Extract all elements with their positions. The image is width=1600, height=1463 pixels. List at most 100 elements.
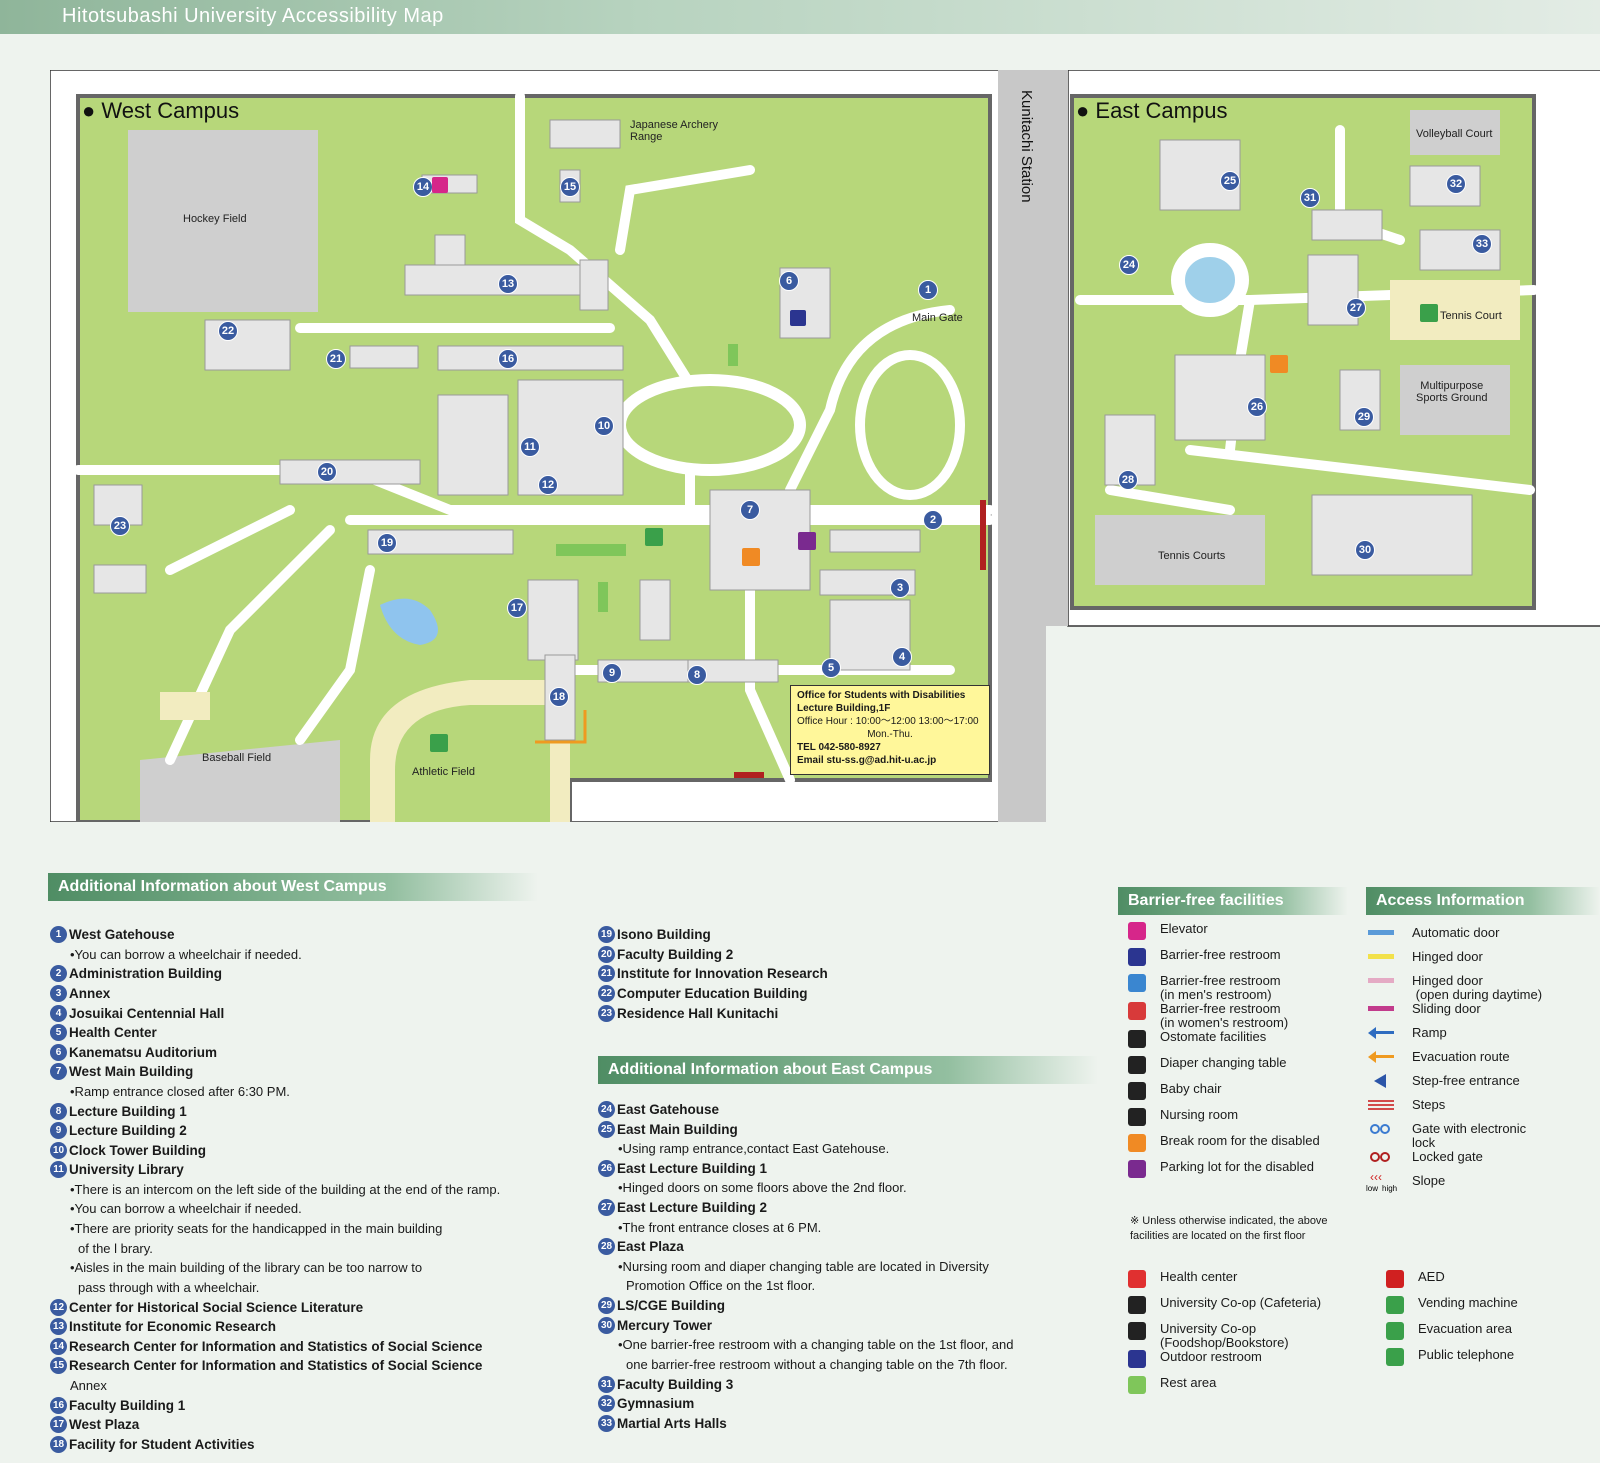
legend-item: Rest area: [1128, 1376, 1358, 1402]
legend-item: AED: [1386, 1270, 1596, 1296]
ostomate-icon: [1128, 1030, 1146, 1048]
map-marker-6[interactable]: 6: [779, 271, 799, 291]
map-marker-14[interactable]: 14: [413, 177, 433, 197]
map-marker-27[interactable]: 27: [1346, 298, 1366, 318]
map-marker-5[interactable]: 5: [821, 658, 841, 678]
building-name: Computer Education Building: [617, 986, 808, 1002]
building-number: 16: [50, 1396, 67, 1414]
legend-label: Evacuation area: [1418, 1321, 1512, 1336]
building-name: Center for Historical Social Science Lit…: [69, 1299, 364, 1315]
map-marker-2[interactable]: 2: [923, 510, 943, 530]
baseball-field: [140, 740, 340, 822]
map-marker-23[interactable]: 23: [110, 516, 130, 536]
legend-item: Hinged door (open during daytime): [1368, 974, 1598, 1002]
building-note: •Nursing room and diaper changing table …: [618, 1258, 989, 1274]
building-number: 7: [50, 1063, 67, 1081]
kunitachi-station-label: Kunitachi Station: [1018, 90, 1035, 203]
legend-label: University Co-op (Foodshop/Bookstore): [1160, 1321, 1289, 1350]
map-marker-20[interactable]: 20: [317, 462, 337, 482]
map-marker-33[interactable]: 33: [1472, 234, 1492, 254]
legend-label: Health center: [1160, 1269, 1238, 1284]
map-marker-7[interactable]: 7: [740, 500, 760, 520]
legend-label: Hinged door: [1412, 949, 1483, 964]
building-name: Lecture Building 2: [69, 1123, 187, 1139]
building-note: one barrier-free restroom without a chan…: [626, 1356, 1008, 1372]
map-marker-3[interactable]: 3: [890, 578, 910, 598]
building-name: University Library: [69, 1162, 184, 1178]
building-number: 23: [598, 1004, 615, 1022]
building-number: 18: [50, 1435, 67, 1453]
map-marker-10[interactable]: 10: [594, 416, 614, 436]
building-name: Faculty Building 3: [617, 1376, 734, 1392]
multipurpose-ground-label: Multipurpose Sports Ground: [1416, 380, 1488, 404]
map-marker-26[interactable]: 26: [1247, 397, 1267, 417]
legend-label: Step-free entrance: [1412, 1073, 1520, 1088]
west-campus-label: ● West Campus: [82, 98, 240, 123]
legend-label: Slope: [1412, 1173, 1446, 1188]
elevator-icon: [1128, 922, 1146, 940]
legend-item: Public telephone: [1386, 1348, 1596, 1374]
map-marker-4[interactable]: 4: [892, 647, 912, 667]
building-number: 24: [598, 1101, 615, 1119]
building-note: •The front entrance closes at 6 PM.: [618, 1219, 822, 1235]
hinged-door-icon: [1368, 950, 1394, 964]
wheelchair-icon: [1128, 948, 1146, 966]
map-marker-31[interactable]: 31: [1300, 188, 1320, 208]
building-number: 29: [598, 1297, 615, 1315]
map-marker-30[interactable]: 30: [1355, 540, 1375, 560]
legend-label: Ramp: [1412, 1025, 1447, 1040]
building-number: 10: [50, 1141, 67, 1159]
building-number: 9: [50, 1122, 67, 1140]
map-marker-1[interactable]: 1: [918, 280, 938, 300]
map-marker-25[interactable]: 25: [1220, 171, 1240, 191]
map-marker-18[interactable]: 18: [549, 687, 569, 707]
building-number: 30: [598, 1316, 615, 1334]
legend-label: Outdoor restroom: [1160, 1349, 1262, 1364]
building-number: 3: [50, 985, 67, 1003]
map-marker-13[interactable]: 13: [498, 274, 518, 294]
map-marker-15[interactable]: 15: [560, 177, 580, 197]
map-marker-29[interactable]: 29: [1354, 407, 1374, 427]
map-marker-24[interactable]: 24: [1119, 255, 1139, 275]
map-marker-16[interactable]: 16: [498, 349, 518, 369]
legend-label: Ostomate facilities: [1160, 1029, 1267, 1044]
map-marker-19[interactable]: 19: [377, 533, 397, 553]
vending-icon: [1386, 1296, 1404, 1314]
building-note: •Ramp entrance closed after 6:30 PM.: [70, 1083, 290, 1099]
diaper-icon: [1128, 1056, 1146, 1074]
building-name: Lecture Building 1: [69, 1103, 187, 1119]
map-marker-9[interactable]: 9: [602, 663, 622, 683]
building-note: Promotion Office on the 1st floor.: [626, 1278, 816, 1294]
map-marker-28[interactable]: 28: [1118, 470, 1138, 490]
map-marker-32[interactable]: 32: [1446, 174, 1466, 194]
building-number: 12: [50, 1298, 67, 1316]
outdoor-restroom-icon: [1128, 1350, 1146, 1368]
building-note: Annex: [70, 1377, 107, 1393]
access-info-heading: Access Information: [1366, 887, 1600, 915]
map-marker-8[interactable]: 8: [687, 665, 707, 685]
aed-icon: [1386, 1270, 1404, 1288]
map-marker-21[interactable]: 21: [326, 349, 346, 369]
map-marker-12[interactable]: 12: [538, 475, 558, 495]
legend-item: Outdoor restroom: [1128, 1350, 1358, 1376]
building-name: East Gatehouse: [617, 1102, 720, 1118]
main-gate-label: Main Gate: [912, 312, 963, 324]
building-name: Facility for Student Activities: [69, 1436, 255, 1452]
step-free-entrance-icon: [1368, 1074, 1394, 1088]
building-number: 21: [598, 965, 615, 983]
map-marker-11[interactable]: 11: [520, 437, 540, 457]
map-marker-17[interactable]: 17: [507, 598, 527, 618]
map-marker-22[interactable]: 22: [218, 321, 238, 341]
